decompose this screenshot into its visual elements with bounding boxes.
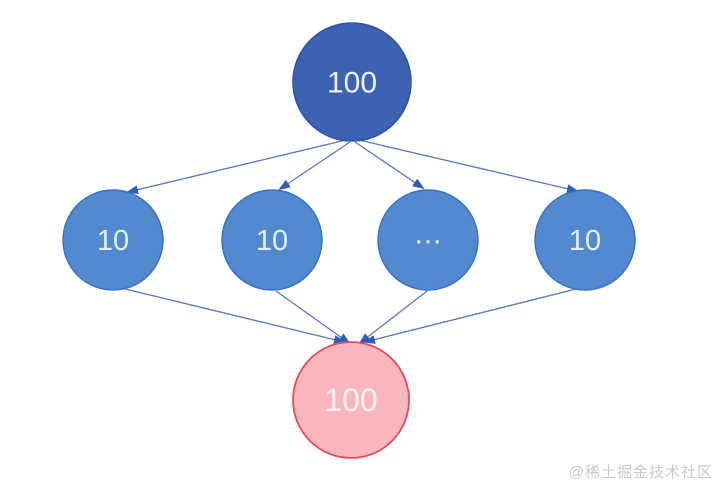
edge-child-1-sink (120, 287, 346, 345)
edge-root-child-2 (278, 141, 351, 191)
node-child-4-label: 10 (569, 225, 601, 257)
node-root (292, 22, 412, 142)
node-child-2-label: 10 (256, 225, 288, 257)
node-child-2 (221, 189, 323, 291)
node-child-3-label: … (414, 218, 443, 250)
edge-root-child-1 (126, 139, 347, 195)
node-root-label: 100 (327, 67, 377, 100)
edge-root-child-4 (358, 139, 579, 194)
edge-child-3-sink (358, 290, 428, 345)
node-sink-label: 100 (324, 382, 377, 418)
watermark-text: @稀土掘金技术社区 (568, 464, 713, 481)
node-child-3 (377, 189, 479, 291)
node-child-1-label: 10 (97, 225, 129, 257)
edges-children-to-sink (120, 287, 581, 345)
edge-child-4-sink (363, 287, 581, 344)
edge-root-child-3 (354, 141, 425, 190)
node-child-4 (534, 189, 636, 291)
node-sink (292, 341, 410, 459)
node-child-1 (62, 189, 164, 291)
edges-root-to-children (126, 139, 579, 195)
edge-child-2-sink (275, 290, 351, 345)
